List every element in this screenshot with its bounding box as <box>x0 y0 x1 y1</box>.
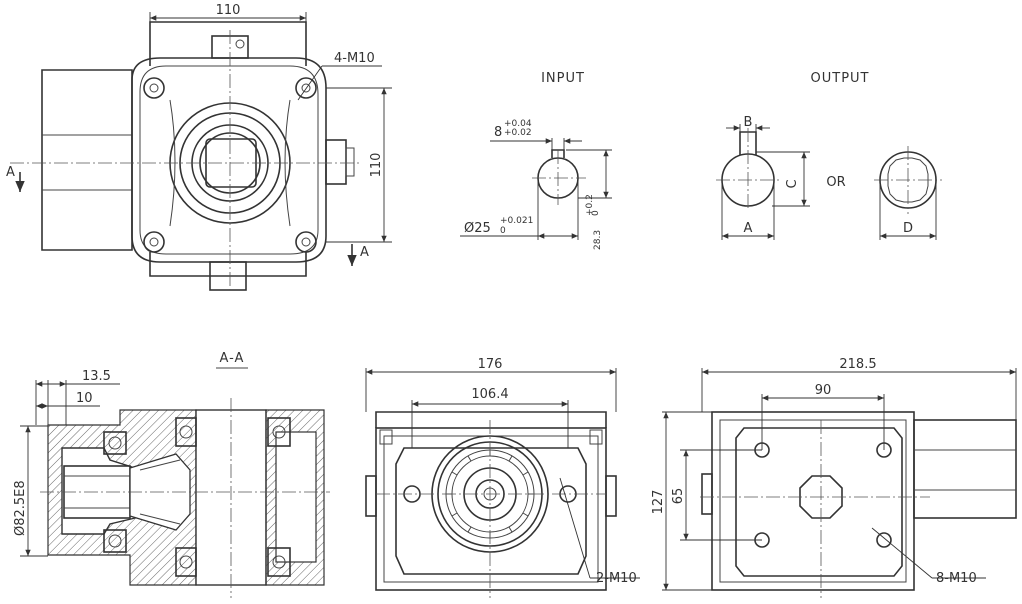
section-title: A-A <box>220 351 245 366</box>
output-title: OUTPUT <box>811 71 870 86</box>
section-diameter: Ø82.5E8 <box>13 480 28 536</box>
side-view: 218.5 90 127 65 8-M10 <box>651 357 1017 598</box>
input-key-height-tol-lower: 0 <box>591 210 601 216</box>
front-dim-inner: 106.4 <box>471 387 508 402</box>
input-diameter: Ø25 <box>464 221 491 236</box>
output-label-c: C <box>785 179 800 188</box>
side-dim-height: 127 <box>651 490 666 515</box>
input-diameter-tol-lower: 0 <box>500 226 506 236</box>
section-mark-left: A <box>6 165 15 180</box>
output-label-b: B <box>744 115 753 130</box>
top-view: 110 110 4-M10 A A <box>6 3 392 291</box>
input-detail: INPUT 8 +0.04 +0.02 28.3 +0.2 0 Ø25 +0.0… <box>460 71 612 250</box>
section-mark-right: A <box>360 245 369 260</box>
output-or: OR <box>826 175 845 190</box>
front-bolt-callout: 2-M10 <box>596 571 637 586</box>
input-key-width: 8 <box>494 125 502 140</box>
top-bolt-callout: 4-M10 <box>334 51 375 66</box>
side-bolt-callout: 8-M10 <box>936 571 977 586</box>
input-title: INPUT <box>541 71 585 86</box>
output-label-a: A <box>744 221 753 236</box>
side-dim-bolt-spacing: 65 <box>671 488 686 505</box>
section-dim-inner: 10 <box>76 391 93 406</box>
top-dim-height: 110 <box>369 153 384 178</box>
section-view: A-A <box>13 351 330 598</box>
input-key-height: 28.3 <box>593 230 603 250</box>
top-dim-width: 110 <box>216 3 241 18</box>
front-dim-overall: 176 <box>478 357 503 372</box>
input-diameter-tol-upper: +0.021 <box>500 216 533 226</box>
input-key-width-tol-upper: +0.04 <box>504 119 532 129</box>
output-label-d: D <box>903 221 913 236</box>
side-dim-inner: 90 <box>815 383 832 398</box>
input-key-width-tol-lower: +0.02 <box>504 128 532 138</box>
front-view: 176 106.4 2-M10 <box>365 357 640 598</box>
input-key-height-tol-upper: +0.2 <box>585 194 595 216</box>
section-dim-outer: 13.5 <box>82 369 111 384</box>
output-detail: OUTPUT B C A OR D <box>716 71 942 240</box>
side-dim-overall: 218.5 <box>839 357 876 372</box>
